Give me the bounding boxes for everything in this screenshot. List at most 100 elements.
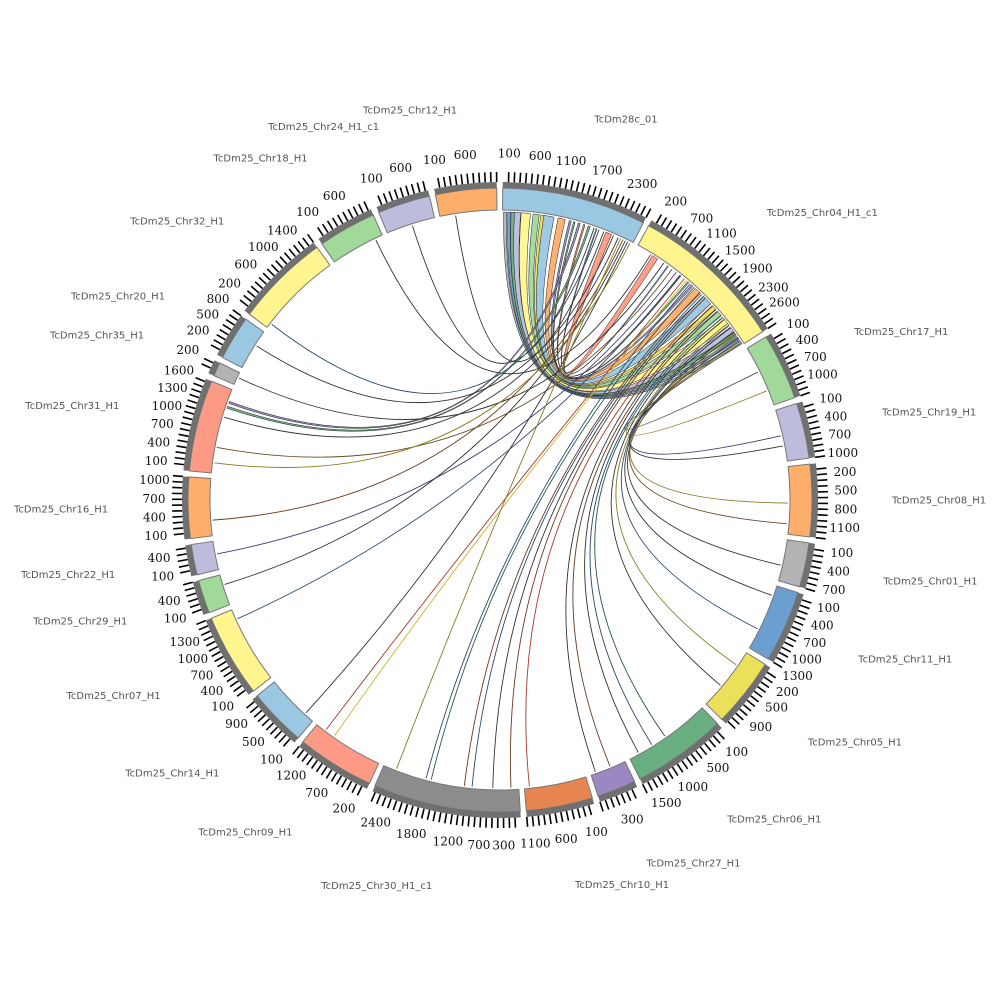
tick-mark xyxy=(226,675,236,683)
tick-mark xyxy=(807,414,818,419)
chromosome-label: TcDm28c_01 xyxy=(593,115,657,126)
axis-strip xyxy=(205,618,254,695)
link-line xyxy=(216,268,673,458)
tick-mark xyxy=(571,809,576,820)
tick-mark xyxy=(266,268,275,277)
tick-mark xyxy=(347,208,354,219)
tick-mark xyxy=(779,343,789,350)
tick-label: 600 xyxy=(234,258,257,272)
tick-mark xyxy=(243,294,252,303)
link-line xyxy=(224,237,619,438)
tick-mark xyxy=(180,569,191,574)
tick-mark xyxy=(178,433,189,438)
axis-strip xyxy=(799,542,815,589)
tick-label: 1800 xyxy=(396,827,427,841)
tick-mark xyxy=(560,811,564,823)
tick-mark xyxy=(631,788,637,799)
chromosome-band xyxy=(302,724,380,785)
tick-mark xyxy=(581,182,586,193)
tick-mark xyxy=(794,375,804,381)
tick-label: 700 xyxy=(690,211,713,225)
tick-label: 100 xyxy=(144,529,167,543)
tick-mark xyxy=(392,800,398,811)
tick-mark xyxy=(182,581,194,586)
tick-mark xyxy=(262,272,271,281)
tick-mark xyxy=(228,314,239,321)
link-line xyxy=(334,280,687,737)
tick-mark xyxy=(198,625,209,631)
chromosome-label: TcDm25_Chr11_H1 xyxy=(857,654,952,665)
tick-mark xyxy=(342,211,349,222)
tick-mark xyxy=(381,796,387,807)
tick-mark xyxy=(707,251,716,260)
tick-mark xyxy=(356,786,363,796)
tick-mark xyxy=(283,252,292,261)
tick-mark xyxy=(321,223,329,233)
chromosome-label: TcDm25_Chr07_H1 xyxy=(65,691,160,702)
tick-label: 100 xyxy=(819,391,842,405)
tick-mark xyxy=(704,742,712,752)
tick-mark xyxy=(182,416,193,421)
tick-mark xyxy=(302,237,310,247)
tick-label: 200 xyxy=(187,323,210,337)
tick-label: 700 xyxy=(191,668,214,682)
tick-mark xyxy=(200,630,211,636)
tick-mark xyxy=(203,635,214,642)
tick-mark xyxy=(746,699,756,708)
chromosome-label: TcDm25_Chr05_H1 xyxy=(807,738,902,749)
chromosome-label: TcDm25_Chr18_H1 xyxy=(213,153,308,164)
chromosome-band xyxy=(748,585,799,660)
link-line xyxy=(615,323,737,666)
tick-mark xyxy=(432,811,436,822)
tick-mark xyxy=(814,548,825,552)
ribbon-link xyxy=(503,211,743,399)
axis-strip xyxy=(208,360,220,376)
tick-mark xyxy=(805,408,816,414)
link-line xyxy=(624,327,772,596)
tick-label: 400 xyxy=(811,619,834,633)
tick-mark xyxy=(174,456,185,460)
link-line xyxy=(463,292,701,786)
tick-mark xyxy=(331,217,339,227)
chromosome-sector xyxy=(777,539,825,593)
chromosome-band xyxy=(187,476,213,540)
chromosome-sector xyxy=(245,681,314,747)
chromosome-sector xyxy=(196,609,272,697)
chromosome-label: TcDm25_Chr32_H1 xyxy=(129,216,224,227)
chromosome-band xyxy=(629,707,719,780)
chromosome-sector xyxy=(292,724,380,796)
tick-mark xyxy=(708,739,717,748)
tick-mark xyxy=(754,303,764,311)
tick-mark xyxy=(420,808,425,819)
tick-mark xyxy=(176,553,187,557)
tick-mark xyxy=(214,655,224,663)
tick-mark xyxy=(694,240,702,250)
chromosome-label: TcDm25_Chr27_H1 xyxy=(645,859,740,870)
chromosome-band xyxy=(321,214,383,263)
tick-label: 600 xyxy=(389,161,412,175)
tick-mark xyxy=(603,189,609,200)
tick-mark xyxy=(270,264,279,273)
tick-mark xyxy=(443,813,448,824)
chromosome-band xyxy=(188,380,233,474)
tick-label: 1000 xyxy=(791,653,822,667)
link-line xyxy=(256,235,614,403)
tick-mark xyxy=(817,519,828,522)
link-line xyxy=(572,309,717,767)
tick-mark xyxy=(437,177,441,188)
link-line xyxy=(509,297,706,788)
tick-mark xyxy=(377,195,383,206)
chromosome-band xyxy=(777,539,810,588)
tick-mark xyxy=(375,794,382,805)
tick-label: 1900 xyxy=(742,261,773,275)
chromosome-band xyxy=(256,681,314,739)
chromosome-label: TcDm25_Chr12_H1 xyxy=(362,105,457,116)
tick-mark xyxy=(205,640,216,647)
tick-label: 700 xyxy=(804,350,827,364)
tick-label: 800 xyxy=(834,502,857,516)
tick-mark xyxy=(337,214,344,225)
ribbon-link xyxy=(544,217,701,381)
tick-mark xyxy=(172,521,183,524)
tick-mark xyxy=(553,176,557,187)
tick-mark xyxy=(530,173,534,184)
